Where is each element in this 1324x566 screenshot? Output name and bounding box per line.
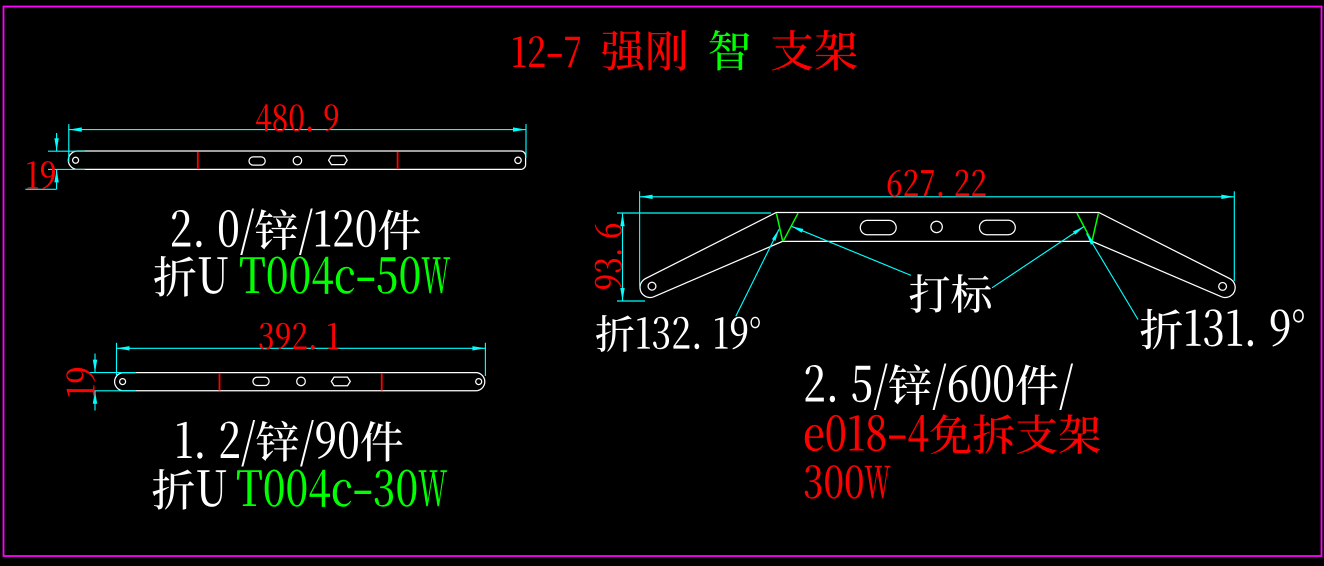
part-bent-bracket-bend-zones bbox=[775, 212, 1100, 242]
sem-dim-392: 392.1 bbox=[258, 321, 332, 357]
sem-bend-right: 折131.9° bbox=[1140, 307, 1301, 356]
paper-frame bbox=[2, 5, 1323, 557]
sem-proc2: 折U bbox=[152, 467, 228, 516]
sem-dim-19b: 19 bbox=[64, 364, 103, 399]
sem-dim-19a: 19 bbox=[25, 160, 59, 197]
sem-dim-936: 93.6 bbox=[593, 233, 629, 291]
sem-mark: 打标 bbox=[909, 274, 993, 320]
sem-code1: T004c-50W bbox=[239, 254, 452, 303]
sem-spec2: 1.2/锌/90件 bbox=[175, 419, 386, 468]
sem-code2: T004c-30W bbox=[236, 467, 449, 516]
sem-proc1: 折U bbox=[153, 254, 229, 303]
sem-spec3: 2.5/锌/600件/ bbox=[803, 363, 1049, 412]
sem-dim-627: 627.22 bbox=[886, 168, 977, 204]
sem-dim-480: 480.9 bbox=[255, 103, 329, 139]
part-top-bracket-outline bbox=[67, 150, 527, 171]
sem-spec1: 2.0/锌/120件 bbox=[170, 208, 403, 257]
dimension-lines bbox=[25, 124, 1235, 411]
part-top-bracket-bend-marks bbox=[196, 151, 399, 170]
sem-power3: 300W bbox=[803, 462, 906, 508]
part-bottom-bracket-outline bbox=[113, 371, 486, 392]
dimension-arrowheads bbox=[54, 127, 1235, 404]
sem-bend-left: 折132.19° bbox=[595, 313, 761, 358]
part-bottom-bracket-bend-marks bbox=[218, 373, 383, 391]
sem-title: 12-7 强刚 智 支架 bbox=[511, 28, 845, 77]
sem-model3: e018-4免拆支架 bbox=[803, 414, 1094, 461]
